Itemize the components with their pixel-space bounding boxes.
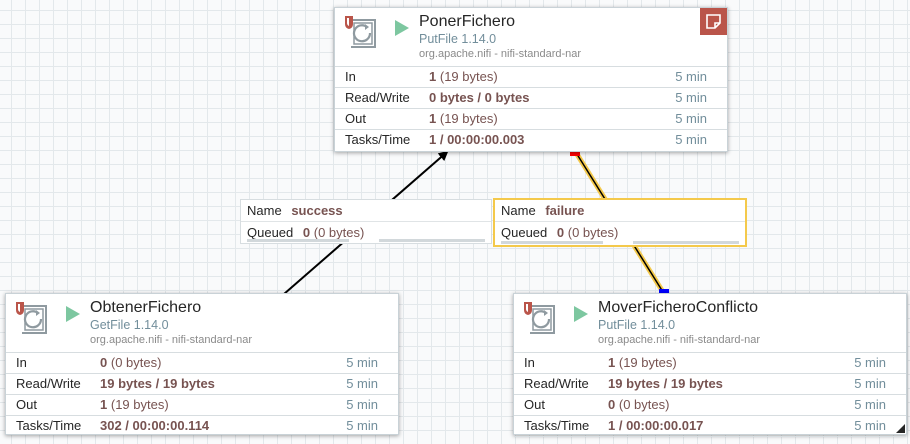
resize-handle[interactable] [896, 424, 905, 433]
processor-bundle: org.apache.nifi - nifi-standard-nar [419, 48, 582, 60]
queue-size-bar [633, 241, 739, 244]
stat-label: Tasks/Time [524, 418, 590, 433]
connection-queued-value: 0 (0 bytes) [302, 225, 365, 240]
stat-row-tasks-time: Tasks/Time 1 / 00:00:00.017 5 min [514, 416, 906, 437]
connection-name: failure [545, 203, 585, 218]
processor-header: ObtenerFichero GetFile 1.14.0 org.apache… [6, 294, 398, 353]
stat-value: 0 (0 bytes) [608, 397, 670, 412]
stat-label: Tasks/Time [345, 132, 411, 147]
stat-row-read-write: Read/Write 19 bytes / 19 bytes 5 min [6, 374, 398, 395]
connection-label-failure[interactable]: Name failure Queued 0 (0 bytes) [493, 198, 747, 247]
stat-row-out: Out 0 (0 bytes) 5 min [514, 395, 906, 416]
queue-progress-bars [247, 239, 485, 242]
processor-icon [345, 16, 376, 48]
stat-value: 19 bytes / 19 bytes [100, 376, 215, 391]
connection-name-row: Name failure [495, 200, 745, 221]
stat-value: 19 bytes / 19 bytes [608, 376, 723, 391]
connection-name-row: Name success [241, 200, 491, 221]
stat-window: 5 min [675, 132, 707, 147]
stat-label: Read/Write [16, 376, 81, 391]
queue-size-bar [379, 239, 485, 242]
stat-window: 5 min [854, 397, 886, 412]
stat-window: 5 min [346, 418, 378, 433]
processor-header: MoverFicheroConflicto PutFile 1.14.0 org… [514, 294, 906, 353]
processor-bundle: org.apache.nifi - nifi-standard-nar [90, 334, 253, 346]
stat-window: 5 min [854, 376, 886, 391]
note-button[interactable] [700, 8, 727, 35]
stat-value: 1 (19 bytes) [429, 69, 498, 84]
processor-mover-fichero-conflicto[interactable]: MoverFicheroConflicto PutFile 1.14.0 org… [513, 293, 907, 437]
connection-queued-value: 0 (0 bytes) [556, 225, 619, 240]
connection-label-success[interactable]: Name success Queued 0 (0 bytes) [240, 199, 492, 244]
connection-queued-label: Queued [247, 225, 294, 240]
processor-name: ObtenerFichero [90, 299, 202, 316]
stat-window: 5 min [346, 376, 378, 391]
stat-row-read-write: Read/Write 0 bytes / 0 bytes 5 min [335, 88, 727, 109]
stat-value: 1 (19 bytes) [100, 397, 169, 412]
processor-type: PutFile 1.14.0 [419, 32, 497, 46]
stat-row-tasks-time: Tasks/Time 302 / 00:00:00.114 5 min [6, 416, 398, 436]
stat-window: 5 min [854, 418, 886, 433]
stat-label: Read/Write [345, 90, 410, 105]
stat-label: In [16, 355, 27, 370]
stat-row-out: Out 1 (19 bytes) 5 min [6, 395, 398, 416]
processor-name: MoverFicheroConflicto [598, 299, 759, 316]
stat-row-in: In 1 (19 bytes) 5 min [514, 353, 906, 374]
connection-name-label: Name [501, 203, 536, 218]
stat-label: Tasks/Time [16, 418, 82, 433]
processor-header: PonerFichero PutFile 1.14.0 org.apache.n… [335, 8, 727, 67]
processor-icon [524, 302, 555, 334]
play-icon [574, 306, 588, 322]
connection-name: success [291, 203, 343, 218]
stat-value: 302 / 00:00:00.114 [100, 418, 210, 433]
processor-type: GetFile 1.14.0 [90, 318, 169, 332]
connection-queued-row: Queued 0 (0 bytes) [495, 221, 745, 243]
stat-window: 5 min [675, 69, 707, 84]
stat-value: 0 (0 bytes) [100, 355, 162, 370]
stat-label: Read/Write [524, 376, 589, 391]
queue-count-bar [247, 239, 349, 242]
play-icon [66, 306, 80, 322]
stat-row-in: In 1 (19 bytes) 5 min [335, 67, 727, 88]
stat-label: Out [524, 397, 545, 412]
stat-value: 1 (19 bytes) [429, 111, 498, 126]
stat-window: 5 min [854, 355, 886, 370]
stat-label: Out [16, 397, 37, 412]
stat-row-out: Out 1 (19 bytes) 5 min [335, 109, 727, 130]
stat-label: In [524, 355, 535, 370]
processor-type: PutFile 1.14.0 [598, 318, 676, 332]
processor-poner-fichero[interactable]: PonerFichero PutFile 1.14.0 org.apache.n… [334, 7, 728, 152]
stat-window: 5 min [346, 355, 378, 370]
stat-row-tasks-time: Tasks/Time 1 / 00:00:00.003 5 min [335, 130, 727, 150]
stat-value: 1 / 00:00:00.003 [429, 132, 525, 147]
stat-window: 5 min [346, 397, 378, 412]
connection-queued-row: Queued 0 (0 bytes) [241, 221, 491, 243]
queue-progress-bars [501, 241, 739, 244]
stat-window: 5 min [675, 90, 707, 105]
processor-bundle: org.apache.nifi - nifi-standard-nar [598, 334, 761, 346]
stat-row-in: In 0 (0 bytes) 5 min [6, 353, 398, 374]
stat-value: 1 (19 bytes) [608, 355, 677, 370]
processor-icon [16, 302, 47, 334]
play-icon [395, 20, 409, 36]
stat-value: 1 / 00:00:00.017 [608, 418, 704, 433]
connection-queued-label: Queued [501, 225, 548, 240]
stat-label: Out [345, 111, 366, 126]
stat-window: 5 min [675, 111, 707, 126]
queue-count-bar [501, 241, 603, 244]
processor-obtener-fichero[interactable]: ObtenerFichero GetFile 1.14.0 org.apache… [5, 293, 399, 435]
stat-row-read-write: Read/Write 19 bytes / 19 bytes 5 min [514, 374, 906, 395]
connection-name-label: Name [247, 203, 282, 218]
stat-value: 0 bytes / 0 bytes [429, 90, 530, 105]
stat-label: In [345, 69, 356, 84]
note-icon [706, 14, 721, 29]
processor-name: PonerFichero [419, 13, 516, 30]
